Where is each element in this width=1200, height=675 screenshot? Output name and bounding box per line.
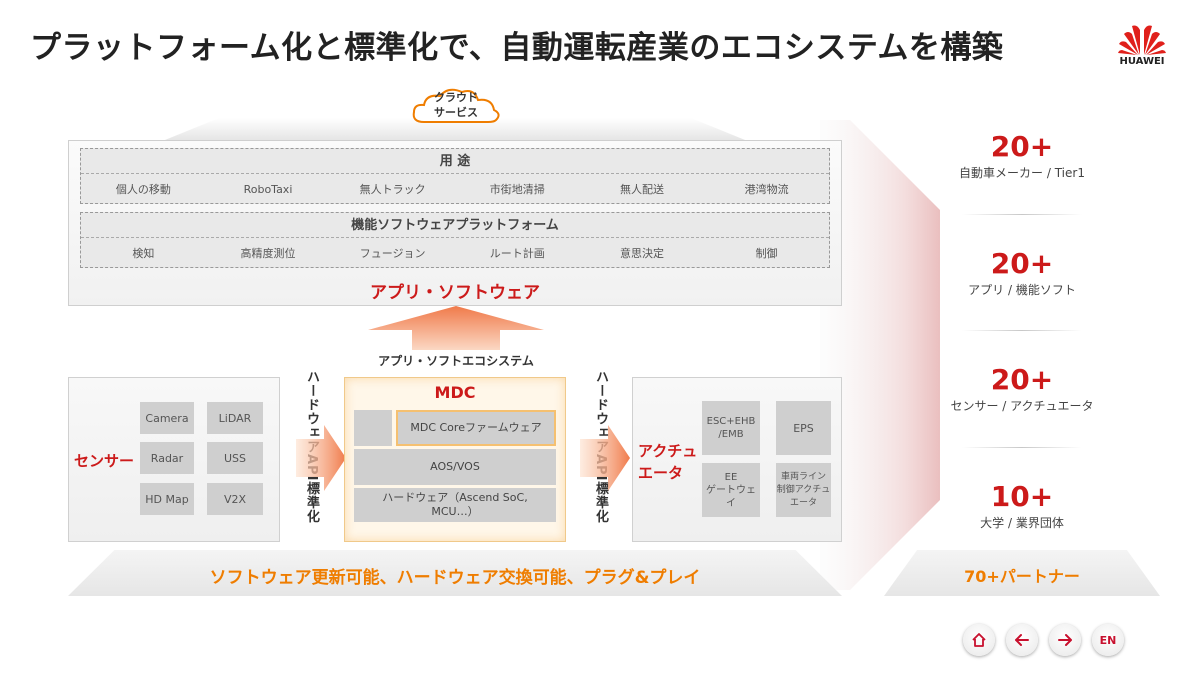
language-button[interactable]: EN xyxy=(1092,624,1124,656)
bottom-platform-band xyxy=(68,550,842,596)
mdc-os-layer: AOS/VOS xyxy=(354,449,556,485)
cloud-icon xyxy=(412,88,500,123)
sensor-chip: USS xyxy=(207,442,263,474)
actuator-chip: 車両ライン 制御アクチュ エータ xyxy=(776,463,831,517)
stat-sensors: 20+ センサー / アクチュエータ xyxy=(938,363,1106,415)
mdc-hardware-layer: ハードウェア（Ascend SoC, MCU…） xyxy=(354,488,556,522)
stat-number: 10+ xyxy=(990,480,1054,513)
brand-name: HUAWEI xyxy=(1119,56,1165,67)
use-case-item: 港湾物流 xyxy=(744,183,789,196)
use-case-item: 無人トラック xyxy=(359,183,426,196)
sensor-chip: Camera xyxy=(140,402,194,434)
sensor-chip: LiDAR xyxy=(207,402,263,434)
stat-apps: 20+ アプリ / 機能ソフト xyxy=(938,247,1106,299)
stat-universities: 10+ 大学 / 業界団体 xyxy=(938,480,1106,532)
huawei-logo: HUAWEI xyxy=(1112,22,1172,78)
arrow-left-icon xyxy=(1015,634,1029,646)
actuator-label: アクチュ エータ xyxy=(638,440,697,484)
cloud-label: クラウド サービス xyxy=(425,90,487,120)
mdc-core-layer: MDC Coreファームウェア xyxy=(396,410,556,446)
stat-label: センサー / アクチュエータ xyxy=(950,399,1094,413)
mdc-title: MDC xyxy=(434,383,476,402)
back-button[interactable] xyxy=(1006,624,1038,656)
partner-band xyxy=(884,550,1160,596)
bottom-platform-text: ソフトウェア更新可能、ハードウェア交換可能、プラグ&プレイ xyxy=(209,568,701,588)
right-arrow-icon xyxy=(580,425,630,491)
use-case-item: 個人の移動 xyxy=(115,183,171,196)
platform-item: 高精度測位 xyxy=(240,247,296,260)
forward-button[interactable] xyxy=(1049,624,1081,656)
use-case-item: RoboTaxi xyxy=(243,182,293,196)
actuator-chip: ESC+EHB /EMB xyxy=(702,401,760,455)
sensor-chip: HD Map xyxy=(140,483,194,515)
up-arrow-icon xyxy=(368,306,544,350)
use-cases-band: 用 途 個人の移動 RoboTaxi 無人トラック 市街地清掃 無人配送 港湾物… xyxy=(80,148,830,204)
stat-label: 自動車メーカー / Tier1 xyxy=(959,166,1085,180)
ecosystem-label: アプリ・ソフトエコシステム xyxy=(378,354,534,368)
use-cases-header: 用 途 xyxy=(81,151,829,174)
use-case-item: 市街地清掃 xyxy=(489,183,545,196)
use-case-item: 無人配送 xyxy=(619,183,664,196)
mdc-hardware-line1: ハードウェア（Ascend SoC, xyxy=(382,491,528,504)
stat-label: 大学 / 業界団体 xyxy=(980,516,1064,530)
stat-divider xyxy=(962,330,1082,331)
home-icon xyxy=(972,633,986,647)
platform-band: 機能ソフトウェアプラットフォーム 検知 高精度測位 フュージョン ルート計画 意… xyxy=(80,212,830,268)
actuator-chip: EPS xyxy=(776,401,831,455)
funnel-backdrop xyxy=(820,120,940,590)
sensor-label: センサー xyxy=(74,452,135,470)
page-title: プラットフォーム化と標準化で、自動運転産業のエコシステムを構築 xyxy=(30,30,1004,66)
sensor-chip: V2X xyxy=(207,483,263,515)
app-software-label: アプリ・ソフトウェア xyxy=(370,283,540,303)
platform-item: ルート計画 xyxy=(489,247,545,260)
stat-divider xyxy=(962,214,1082,215)
mdc-side-block xyxy=(354,410,392,446)
partner-total: 70+パートナー xyxy=(964,567,1080,586)
platform-item: 意思決定 xyxy=(619,247,664,260)
cloud-label-line1: クラウド xyxy=(434,91,478,104)
stat-number: 20+ xyxy=(990,247,1054,280)
huawei-logo-icon xyxy=(1118,25,1166,55)
actuator-label-line1: アクチュ xyxy=(638,442,698,460)
cloud-label-line2: サービス xyxy=(434,106,478,119)
stat-number: 20+ xyxy=(990,130,1054,163)
actuator-label-line2: エータ xyxy=(638,464,684,482)
stat-label: アプリ / 機能ソフト xyxy=(968,283,1076,297)
stat-number: 20+ xyxy=(990,363,1054,396)
platform-item: 検知 xyxy=(132,247,155,260)
arrow-right-icon xyxy=(1058,634,1072,646)
stat-oem: 20+ 自動車メーカー / Tier1 xyxy=(938,130,1106,182)
platform-item: フュージョン xyxy=(359,247,426,260)
platform-header: 機能ソフトウェアプラットフォーム xyxy=(81,215,829,238)
home-button[interactable] xyxy=(963,624,995,656)
stat-divider xyxy=(962,447,1082,448)
mdc-hardware-line2: MCU…） xyxy=(431,505,479,518)
right-arrow-icon xyxy=(296,425,346,491)
actuator-chip: EE ゲートウェイ xyxy=(702,463,760,517)
platform-item: 制御 xyxy=(755,247,778,260)
sensor-chip: Radar xyxy=(140,442,194,474)
